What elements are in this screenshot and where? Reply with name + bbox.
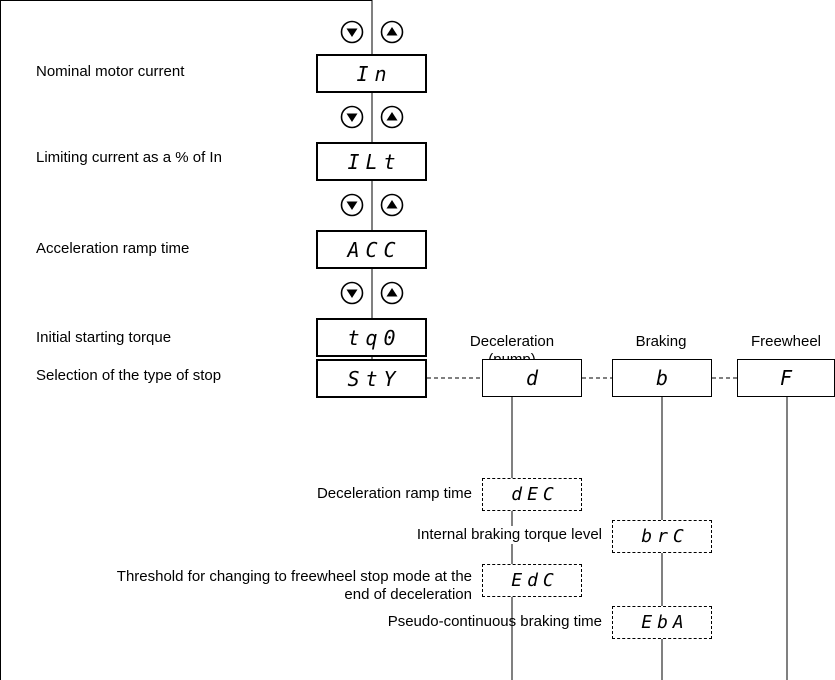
label-acceleration-ramp-time: Acceleration ramp time <box>36 240 190 257</box>
label-freewheel-threshold: Threshold for changing to freewheel stop… <box>116 568 472 603</box>
label-nominal-motor-current: Nominal motor current <box>36 63 185 80</box>
triangle-down-icon <box>346 113 358 122</box>
triangle-up-icon <box>386 112 398 121</box>
display-ilt[interactable]: ILt <box>316 142 427 181</box>
label-selection-type-of-stop: Selection of the type of stop <box>36 367 222 384</box>
header-braking: Braking <box>635 333 687 350</box>
display-b[interactable]: b <box>612 359 712 397</box>
display-acc[interactable]: ACC <box>316 230 427 269</box>
label-limiting-current: Limiting current as a % of In <box>36 149 222 166</box>
display-f[interactable]: F <box>737 359 835 397</box>
display-in[interactable]: In <box>316 54 427 93</box>
label-deceleration-ramp-time: Deceleration ramp time <box>316 485 472 502</box>
label-pseudo-continuous-braking: Pseudo-continuous braking time <box>387 613 602 630</box>
triangle-up-icon <box>386 200 398 209</box>
display-brc[interactable]: brC <box>612 520 712 553</box>
triangle-up-icon <box>386 288 398 297</box>
triangle-down-icon <box>346 201 358 210</box>
triangle-down-icon <box>346 28 358 37</box>
display-edc[interactable]: EdC <box>482 564 582 597</box>
header-freewheel: Freewheel <box>750 333 822 350</box>
triangle-up-icon <box>386 27 398 36</box>
display-tq0[interactable]: tq0 <box>316 318 427 357</box>
label-internal-braking-torque: Internal braking torque level <box>340 526 602 544</box>
label-initial-starting-torque: Initial starting torque <box>36 329 172 346</box>
display-sty[interactable]: StY <box>316 359 427 398</box>
display-eba[interactable]: EbA <box>612 606 712 639</box>
display-d[interactable]: d <box>482 359 582 397</box>
display-dec[interactable]: dEC <box>482 478 582 511</box>
triangle-down-icon <box>346 289 358 298</box>
